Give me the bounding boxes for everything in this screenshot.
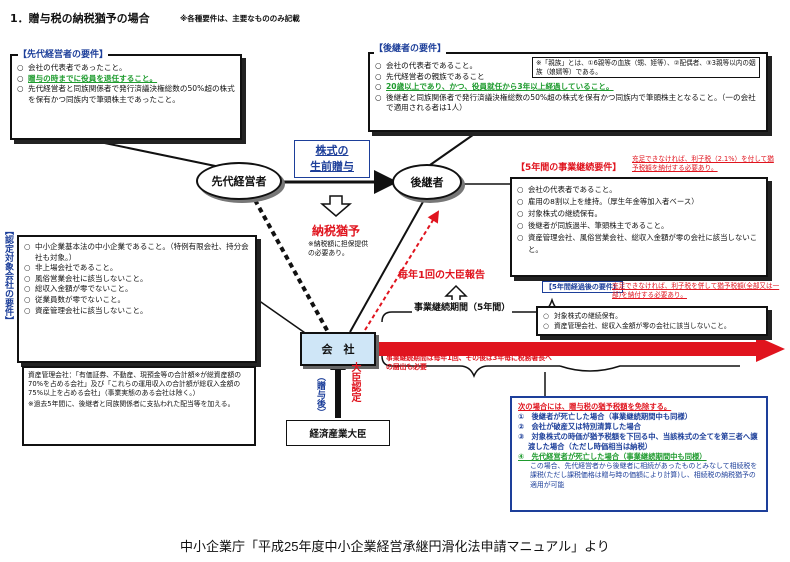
exemption-title: 次の場合には、贈与税の猶予税額を免除する。 (518, 402, 672, 411)
five-year-req-item: 後継者が同族過半、筆頭株主であること。 (517, 220, 761, 232)
predecessor-requirements-box: 会社の代表者であったこと。 贈与の時までに役員を退任すること。 先代経営者と同族… (10, 54, 242, 140)
gift-label-line1: 株式の (315, 144, 349, 157)
certification-label: 大臣認定 (349, 362, 360, 402)
post-period-heading: 【5年間経過後の要件】 (542, 281, 623, 293)
five-year-warning: 充足できなければ、利子税（2.1%）を付して猶予税額を納付する必要あり。 (632, 155, 774, 172)
post-period-requirements-list: 対象株式の継続保有。 資産管理会社、総収入金額が零の会社に該当しないこと。 (543, 311, 761, 331)
successor-req-item: 後継者と同族関係者で発行済議決権総数の50%超の株式を保有かつ同族内で筆頭株主と… (375, 93, 761, 114)
predecessor-req-item: 会社の代表者であったこと。 (17, 63, 235, 74)
successor-req-item: 20歳以上であり、かつ、役員就任から3年以上経過していること。 (375, 82, 761, 93)
tax-deferral-label: 納税猶予 (312, 224, 361, 238)
five-year-requirements-list: 会社の代表者であること。 雇用の8割以上を維持。（厚生年金等加入者ベース） 対象… (517, 184, 761, 256)
continuation-period-label: 事業継続期間（5年間） (412, 300, 513, 313)
five-year-heading: 【5年間の事業継続要件】 (516, 163, 622, 173)
gift-label-box: 株式の 生前贈与 (294, 140, 370, 178)
post-period-requirements-box: 対象株式の継続保有。 資産管理会社、総収入金額が零の会社に該当しないこと。 (536, 306, 768, 336)
source-citation: 中小企業庁「平成25年度中小企業経営承継円滑化法申請マニュアル」より (180, 539, 610, 554)
exemption-note: この場合、先代経営者から後継者に相続があったものとみなして相続税を課税(ただし課… (530, 462, 758, 489)
exemption-item: ③ 対象株式の時価が猶予税額を下回る中、当該株式の全てを第三者へ譲渡した場合（た… (518, 432, 758, 451)
company-requirements-box: 中小企業基本法の中小企業であること。（特例有限会社、持分会社も対象。） 非上場会… (17, 235, 257, 363)
post-period-warning: 充足できなければ、利子税を併して猶予税額(全部又は一部)を納付する必要あり。 (612, 282, 780, 299)
predecessor-requirements-heading: 【先代経営者の要件】 (18, 47, 109, 60)
asset-company-note: 資産管理会社：「有価証券、不動産、現預金等の合計額※が総資産額の70%を占める会… (28, 371, 241, 398)
successor-requirements-box: 会社の代表者であること。 先代経営者の親族であること 20歳以上であり、かつ、役… (368, 52, 768, 132)
annual-report-label: 毎年1回の大臣報告 (398, 270, 485, 281)
predecessor-req-item: 先代経営者と同族関係者で発行済議決権総数の50%超の株式を保有かつ同族内で筆頭株… (17, 84, 235, 105)
report-note: 事業継続期間は毎年1回、その後は3年毎に税務署長への届出も必要 (386, 354, 552, 371)
company-req-item: 総収入金額が零でないこと。 (24, 284, 250, 295)
title-note: ※各種要件は、主要なもののみ記載 (180, 14, 300, 23)
company-node: 会 社 (300, 332, 376, 366)
asset-company-note-box: 資産管理会社：「有価証券、不動産、現預金等の合計額※が総資産額の70%を占める会… (22, 366, 256, 446)
gift-label-line2: 生前贈与 (310, 160, 354, 173)
company-requirements-list: 中小企業基本法の中小企業であること。（特例有限会社、持分会社も対象。） 非上場会… (24, 242, 250, 316)
successor-requirements-list: 会社の代表者であること。 先代経営者の親族であること 20歳以上であり、かつ、役… (375, 61, 761, 114)
exemption-box: 次の場合には、贈与税の猶予税額を免除する。 ① 後継者が死亡した場合（事業継続期… (510, 396, 768, 512)
predecessor-node: 先代経営者 (196, 162, 282, 200)
collateral-note: ※納税額に担保提供の必要あり。 (308, 240, 369, 257)
successor-req-item: 先代経営者の親族であること (375, 72, 761, 83)
company-req-item: 風俗営業会社に該当しないこと。 (24, 274, 250, 285)
company-req-item: 資産管理会社に該当しないこと。 (24, 306, 250, 317)
five-year-req-item: 雇用の8割以上を維持。（厚生年金等加入者ベース） (517, 196, 761, 208)
post-period-req-item: 対象株式の継続保有。 (543, 311, 761, 321)
company-requirements-side-label: 【認定対象会社の要件】 (3, 226, 13, 325)
predecessor-req-item: 贈与の時までに役員を退任すること。 (17, 74, 235, 85)
five-year-req-item: 資産管理会社、風俗営業会社、総収入金額が零の会社に該当しないこと。 (517, 232, 761, 256)
company-req-item: 非上場会社であること。 (24, 263, 250, 274)
exemption-item: ① 後継者が死亡した場合（事業継続期間中も同様） (518, 412, 693, 421)
five-year-requirements-box: 会社の代表者であること。 雇用の8割以上を維持。（厚生年金等加入者ベース） 対象… (510, 177, 768, 277)
successor-req-item: 会社の代表者であること。 (375, 61, 761, 72)
company-req-item: 中小企業基本法の中小企業であること。（特例有限会社、持分会社も対象。） (24, 242, 250, 263)
five-year-req-item: 対象株式の継続保有。 (517, 208, 761, 220)
exemption-item: ④ 先代経営者が死亡した場合（事業継続期間中も同様） (518, 452, 707, 461)
kin-definition-note: ※「親族」とは、①6親等の血族（甥、姪等）、②配偶者、③3親等以内の姻族（娘婿等… (532, 57, 760, 78)
exemption-item: ② 会社が破産又は特別清算した場合 (518, 422, 641, 431)
successor-node: 後継者 (392, 164, 462, 200)
meti-node: 経済産業大臣 (286, 420, 390, 446)
after-gift-label: （贈与後） (315, 372, 325, 417)
asset-company-note-2: ※過去5年間に、後継者と同族関係者に支払われた配当等を加える。 (28, 399, 235, 408)
post-period-req-item: 資産管理会社、総収入金額が零の会社に該当しないこと。 (543, 321, 761, 331)
predecessor-requirements-list: 会社の代表者であったこと。 贈与の時までに役員を退任すること。 先代経営者と同族… (17, 63, 235, 105)
five-year-req-item: 会社の代表者であること。 (517, 184, 761, 196)
company-req-item: 従業員数が零でないこと。 (24, 295, 250, 306)
successor-requirements-heading: 【後継者の要件】 (374, 41, 447, 54)
page-title: 1．贈与税の納税猶予の場合 (10, 12, 150, 25)
